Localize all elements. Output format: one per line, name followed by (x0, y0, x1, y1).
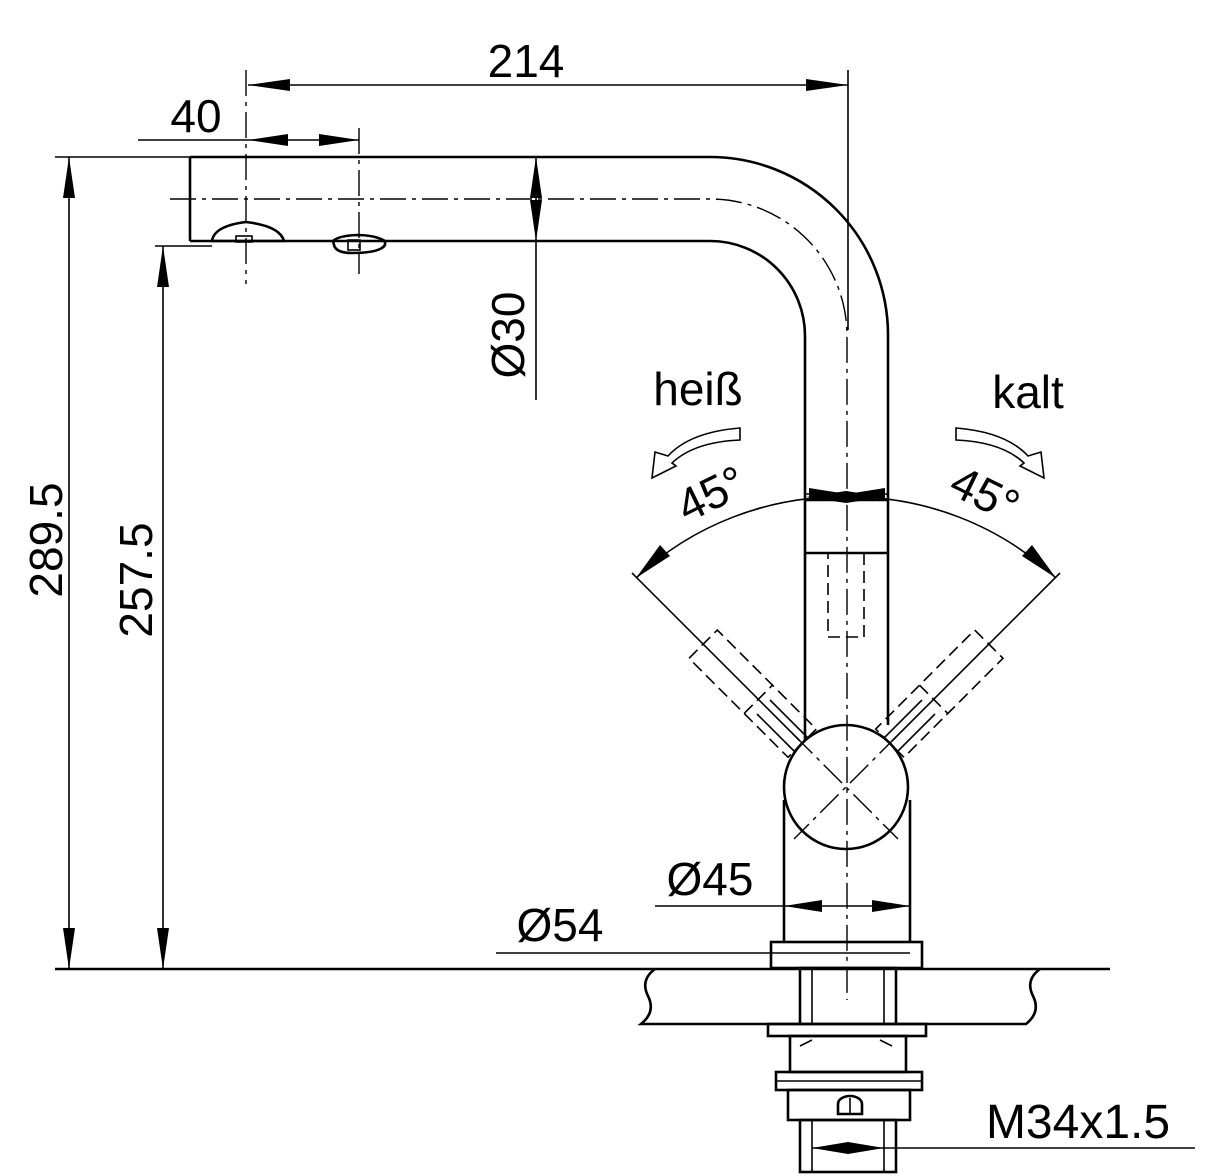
dim-30-arrow-bottom (530, 200, 542, 241)
aerator-nozzle-main-slot (235, 235, 253, 243)
dim-45-arrow-left (784, 900, 822, 912)
lever-positions (631, 572, 1061, 759)
dim-40-arrow-left (248, 134, 288, 146)
label-cold: kalt (992, 366, 1064, 418)
dim-45-label: Ø45 (667, 853, 754, 905)
countertop (55, 967, 1110, 1026)
angle-label-hot: 45° (668, 455, 753, 532)
dim-thread-arrow-left (812, 1142, 848, 1154)
label-hot: heiß (653, 363, 742, 415)
countertop-left-section (637, 967, 800, 1026)
angle-arrow-cold (1022, 545, 1056, 578)
dim-40-arrow-right (319, 134, 359, 146)
spout-centerline (170, 198, 848, 1000)
faucet-body (782, 800, 912, 942)
nut-notches (799, 1039, 893, 1047)
aerator-nozzle-second-slot (347, 239, 361, 251)
thread-section (786, 1088, 912, 1122)
hub-cross-a (793, 734, 899, 840)
lever-hub (782, 723, 910, 851)
angle-label-cold: 45° (942, 455, 1027, 532)
angle-extension-hot (631, 572, 801, 742)
rotate-arrow-cold-icon (955, 427, 1045, 480)
dim-2895-label: 289.5 (20, 482, 72, 597)
angle-extension-cold (891, 572, 1061, 742)
dim-2895-arrow-bottom (63, 928, 75, 969)
center-lines (170, 70, 899, 1000)
dim-214-label: 214 (488, 35, 565, 87)
angle-arrow-hot (636, 545, 670, 578)
spout-inner-edge (190, 239, 807, 740)
dim-40-label: 40 (170, 90, 221, 142)
nut (788, 1034, 908, 1074)
dim-45-arrow-right (872, 900, 910, 912)
lever-hot-arm-b (756, 713, 796, 753)
dim-thread-arrow-right (848, 1142, 884, 1154)
fixing-screw (836, 1094, 864, 1116)
dim-54-label: Ø54 (517, 899, 604, 951)
hub-cross-b (793, 734, 899, 840)
dim-thread-label: M34x1.5 (986, 1096, 1170, 1149)
lever-cold-arm-a (883, 699, 923, 739)
thread-pipe (798, 1118, 898, 1174)
dimensions: 214 40 289.5 257.5 Ø30 Ø45 Ø5 (20, 35, 1195, 1154)
dim-2575-arrow-bottom (157, 928, 169, 969)
dim-214-arrow-left (248, 79, 290, 91)
washer (766, 1022, 928, 1038)
dim-2575-label: 257.5 (110, 522, 162, 637)
dim-30-label: Ø30 (482, 292, 534, 379)
countertop-right-section (896, 967, 1041, 1026)
dim-2895-arrow-top (63, 157, 75, 198)
dim-30-arrow-top (530, 157, 542, 198)
lever-cold-arm-b (896, 713, 936, 753)
aerator-nozzle-second (331, 233, 387, 255)
faucet-outline (188, 155, 928, 1174)
spout-outer-edge (190, 155, 890, 725)
aerator-nozzle-main (210, 220, 286, 243)
rotate-arrow-hot-icon (651, 427, 741, 480)
angle-annotations: 45° 45° heiß kalt (635, 363, 1064, 579)
lever-stem-hidden (827, 552, 865, 638)
angle-arrow-center-r (846, 491, 886, 503)
dim-2575-arrow-top (157, 246, 169, 287)
shank-upper (798, 966, 898, 1026)
dim-214-arrow-right (806, 79, 848, 91)
angle-arrow-center-l (806, 491, 846, 503)
lever-hot-arm-a (769, 699, 809, 739)
